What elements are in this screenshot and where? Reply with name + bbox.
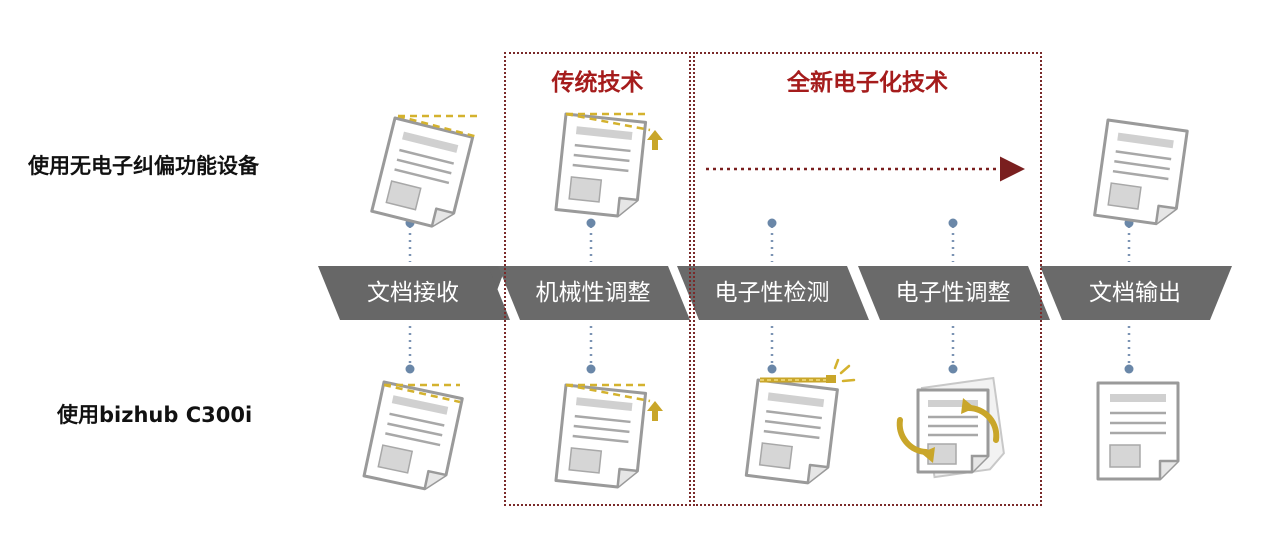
document-icon (1093, 118, 1189, 228)
rotate-arrowhead (921, 447, 935, 463)
document-icon (370, 116, 475, 233)
skew-guide-lines (397, 114, 479, 139)
section-title-traditional: 传统技术 (551, 70, 644, 96)
alert-rays-icon (833, 358, 856, 383)
step-banner-shape-2 (498, 266, 690, 320)
step-banner-shape-3 (677, 266, 869, 320)
section-title-electronic: 全新电子化技术 (787, 70, 948, 96)
skew-guide-lines (383, 383, 461, 404)
step-label-4: 电子性调整 (895, 280, 1011, 306)
step-label-1: 文档接收 (367, 280, 459, 306)
row-label-bottom: 使用bizhub C300i (57, 403, 253, 427)
skew-guide-lines (565, 112, 651, 132)
step-label-2: 机械性调整 (535, 280, 651, 306)
connector-dots-bottom (405, 364, 1134, 374)
step-banner-shape-4 (858, 266, 1050, 320)
arrow-up-icon (647, 401, 663, 421)
step-label-3: 电子性检测 (714, 280, 830, 306)
detection-edge (760, 375, 836, 383)
step-banner-shape-1 (318, 266, 510, 320)
connectors-top (408, 226, 1131, 262)
row-label-top: 使用无电子纠偏功能设备 (28, 154, 259, 178)
document-icon (1096, 381, 1180, 481)
electronic-section-box (693, 52, 1042, 506)
step-label-5: 文档输出 (1089, 280, 1181, 306)
step-banner-shape-5 (1040, 266, 1232, 320)
traditional-section-box (504, 52, 691, 506)
arrow-up-icon (647, 130, 663, 150)
skew-guide-lines (565, 383, 651, 403)
rotate-arrowhead (961, 398, 975, 414)
